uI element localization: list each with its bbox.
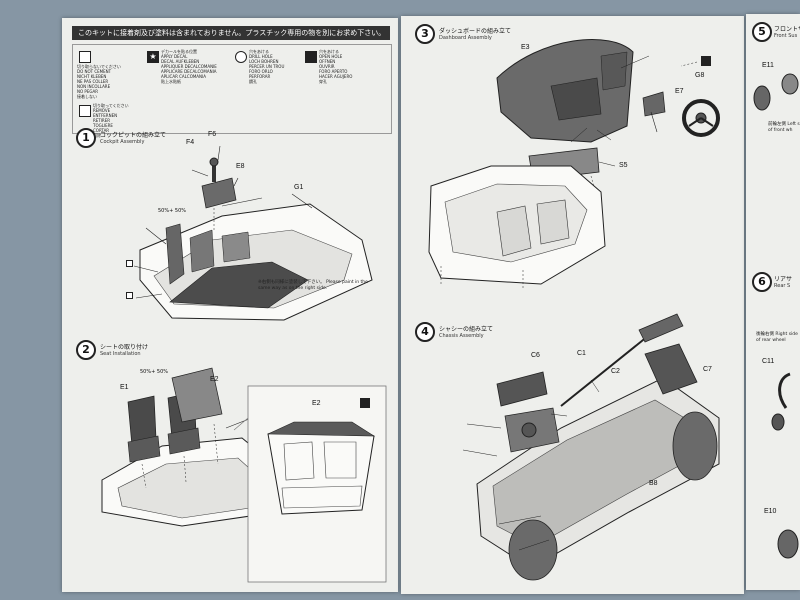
step-2-title-jp: シートの取り付け [100,344,149,351]
part-label-e10: E10 [764,508,777,515]
part-label-c1: C1 [577,350,586,357]
step-6-title-jp: リアサ [774,276,793,283]
cockpit-assembly-drawing [101,145,387,583]
step-6-badge: 6 [752,272,772,292]
part-label-e11: E11 [762,62,774,69]
part-label-c7: C7 [703,366,712,373]
step-5-title-jp: フロントサ [774,26,800,33]
step-4-title-jp: シャシーの組み立て [439,326,494,333]
step-2-title-en: Seat Installation [100,351,141,357]
part-label-c11: C11 [762,358,775,365]
remove-icon [79,105,91,117]
step-5-title-en: Front Sus [774,33,798,39]
part-label-f6: F6 [208,131,217,138]
step-3-badge: 3 [415,24,435,44]
part-label-e7: E7 [675,88,684,95]
do-not-cement-icon [79,51,91,63]
part-label-c6: C6 [531,352,540,359]
left-instruction-page: このキットに接着剤及び塗料は含まれておりません。プラスチック専用の物を別にお求め… [62,18,398,592]
step-1-note: ※右側も同様に塗装して下さい。 Please paint in the same… [258,280,368,291]
step-4-title-en: Chassis Assembly [439,333,484,339]
part-label-s5: S5 [619,162,628,169]
step-1-badge: 1 [76,128,96,148]
part-label-c2: C2 [611,368,620,375]
part-label-b8: B8 [649,480,658,487]
paint-mix-step1: 50%+ 50% [158,208,187,214]
header-warning-bar: このキットに接着剤及び塗料は含まれておりません。プラスチック専用の物を別にお求め… [72,26,390,40]
paint-mix-step2: 50%+ 50% [140,369,169,375]
paint-code-box [126,260,133,267]
paint-code-box [126,292,133,299]
part-label-g8: G8 [695,72,705,79]
front-side-note: 前輪左側 Left side of front wh [768,122,800,133]
step-2-badge: 2 [76,340,96,360]
part-label-e8: E8 [236,163,245,170]
step-3-title-en: Dashboard Assembly [439,35,492,41]
drill-hole-icon [235,51,247,63]
open-hole-icon [305,51,317,63]
step-5-badge: 5 [752,22,772,42]
step-3-title-jp: ダッシュボードの組み立て [439,28,512,35]
part-label-f4: F4 [186,139,195,146]
step-4-badge: 4 [415,322,435,342]
apply-decal-icon: ★ [147,51,159,63]
next-instruction-page-partial: 5 フロントサ Front Sus E11 前輪左側 Left side of … [746,14,800,590]
part-label-e2: E2 [210,376,219,383]
part-label-e2-detail: E2 [312,400,321,407]
step-1-title-jp: コックピットの組み立て [100,132,167,139]
suspension-partial-drawing [753,73,799,559]
right-instruction-page: 3 ダッシュボードの組み立て Dashboard Assembly [401,16,744,594]
step-6-title-en: Rear S [774,283,791,289]
step-1-title-en: Cockpit Assembly [100,139,145,145]
rear-side-note: 後輪右側 Right side of rear wheel [756,332,798,343]
part-label-e3: E3 [521,44,530,51]
dashboard-chassis-drawing [428,38,720,581]
part-label-g1: G1 [294,184,304,191]
part-label-e1: E1 [120,384,129,391]
